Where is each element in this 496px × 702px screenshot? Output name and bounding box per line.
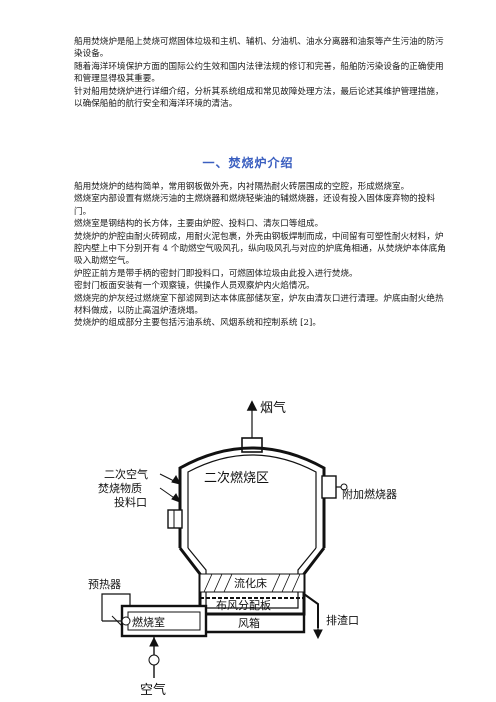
air-supply-pipe <box>148 636 160 678</box>
furnace-body <box>178 446 326 616</box>
label-flue-gas: 烟气 <box>260 400 286 416</box>
label-air: 空气 <box>140 682 166 698</box>
section-heading: 一、焚烧炉介绍 <box>202 156 294 170</box>
label-secondary-air: 二次空气 <box>104 467 148 481</box>
intro-paragraphs: 船用焚烧炉是船上焚烧可燃固体垃圾和主机、辅机、分油机、油水分离器和油泵等产生污油… <box>74 36 452 110</box>
label-aux-burner: 附加燃烧器 <box>342 487 397 501</box>
label-combustion-chamber: 燃烧室 <box>132 615 165 629</box>
label-fluidized-bed: 流化床 <box>234 576 267 590</box>
label-preheater: 预热器 <box>88 578 121 591</box>
body-paragraph: 燃烧完的炉灰经过燃烧室下部滤网到达本体底部储灰室，炉灰由清灰口进行清理。炉底由耐… <box>74 293 444 317</box>
fluidized-bed <box>199 573 305 593</box>
body-paragraph: 燃烧室是钢结构的长方体，主要由炉腔、投料口、清灰口等组成。 <box>74 219 324 230</box>
auxiliary-burner <box>321 475 348 499</box>
body-paragraphs: 船用焚烧炉的结构简单，常用钢板做外壳，内衬隔热耐火砖层围成的空腔，形成燃烧室。 … <box>74 181 452 330</box>
intro-paragraph: 随着海洋环境保护方面的国际公约生效和国内法律法规的修订和完善，船舶防污染设备的正… <box>74 61 444 85</box>
label-secondary-zone: 二次燃烧区 <box>204 470 269 486</box>
label-slag-outlet: 排渣口 <box>326 613 359 627</box>
slag-outlet <box>303 593 323 640</box>
label-waste: 焚烧物质 <box>98 481 142 495</box>
intro-paragraph: 船用焚烧炉是船上焚烧可燃固体垃圾和主机、辅机、分油机、油水分离器和油泵等产生污油… <box>74 37 444 60</box>
label-wind-box: 风箱 <box>238 616 260 630</box>
left-inlets <box>159 473 183 529</box>
intro-paragraph: 针对船用焚烧炉进行详细介绍，分析其系统组成和常见故障处理方法，最后论述其维护管理… <box>74 86 444 110</box>
body-paragraph: 炉腔正前方是带手柄的密封门即投料口，可燃固体垃圾由此投入进行焚烧。 <box>74 268 358 279</box>
incinerator-diagram: 烟气 二次燃烧区 二次空气 焚烧物质 投料口 附加燃烧器 流化床 布风分配板 预… <box>88 400 397 698</box>
body-paragraph: 焚烧炉的组成部分主要包括污油系统、风烟系统和控制系统 [2]。 <box>74 318 321 329</box>
body-paragraph: 密封门板面安装有一个观察镜，供操作人员观察炉内火焰情况。 <box>74 281 315 292</box>
body-paragraph: 焚烧炉的炉腔由耐火砖砌成，用耐火泥包裹，外壳由钢板焊制而成，中间留有可塑性耐火材… <box>74 231 446 267</box>
label-air-plate: 布风分配板 <box>216 598 271 612</box>
chimney <box>241 400 263 453</box>
body-paragraph: 船用焚烧炉的结构简单，常用钢板做外壳，内衬隔热耐火砖层围成的空腔，形成燃烧室。 <box>74 182 410 192</box>
body-paragraph: 燃烧室内部设置有燃烧污油的主燃烧器和燃烧轻柴油的辅燃烧器，还设有投入固体废弃物的… <box>74 194 435 217</box>
label-feed-port: 投料口 <box>114 495 147 509</box>
preheater-combustion-chamber <box>101 593 208 638</box>
